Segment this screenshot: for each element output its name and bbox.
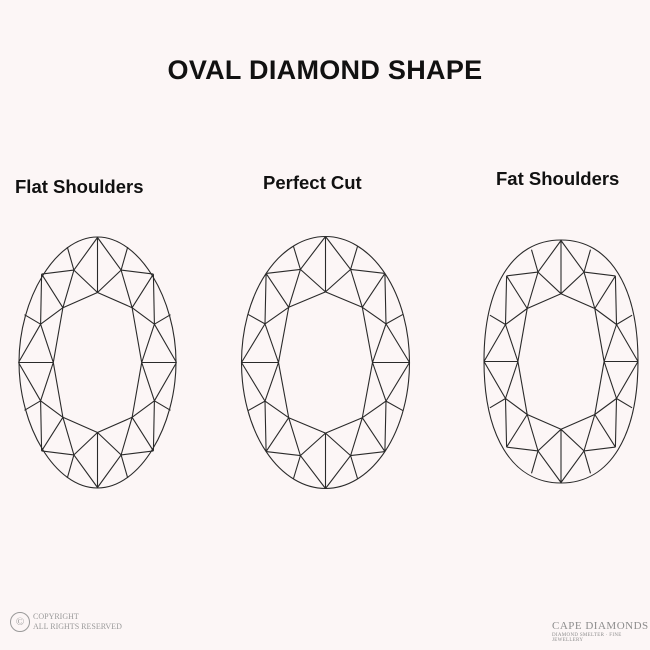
label-perfect-cut: Perfect Cut [263,172,362,193]
page-title: OVAL DIAMOND SHAPE [167,55,483,85]
label-flat-shoulders: Flat Shoulders [15,176,144,197]
diamond-outline [18,236,177,489]
diamond-facets [241,236,410,489]
brand-logo: CAPE DIAMONDS DIAMOND SMELTER · FINE JEW… [552,620,650,643]
brand-tagline: DIAMOND SMELTER · FINE JEWELLERY [552,633,622,643]
oval-diamond-perfect-cut [240,235,411,490]
copyright-icon: © [10,612,30,632]
oval-diamond-fat-shoulders [483,239,639,484]
brand-name: CAPE DIAMONDS [552,620,649,632]
copyright-watermark: © COPYRIGHT ALL RIGHTS RESERVED [10,612,122,632]
oval-diamond-flat-shoulders [18,236,177,489]
label-fat-shoulders: Fat Shoulders [496,168,620,189]
copyright-line2: ALL RIGHTS RESERVED [33,622,122,631]
diamond-facets [483,240,639,483]
diamond-outline [483,239,639,484]
diamond-facets [18,237,177,488]
copyright-line1: COPYRIGHT [33,612,79,621]
